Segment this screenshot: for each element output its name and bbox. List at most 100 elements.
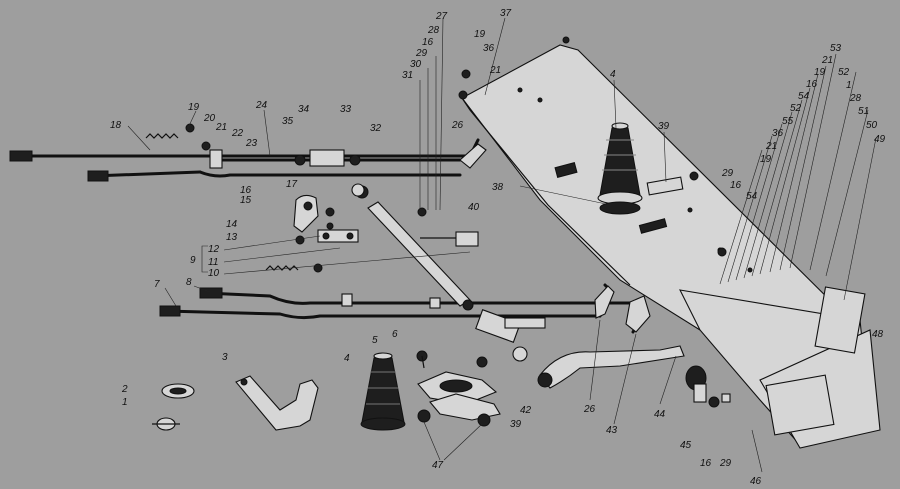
label-52b: 52: [790, 103, 802, 114]
lever-15: [293, 194, 319, 233]
label-47: 47: [432, 460, 444, 471]
label-48: 48: [872, 329, 884, 340]
label-50: 50: [866, 120, 878, 131]
label-39: 39: [658, 121, 670, 132]
label-8: 8: [186, 277, 192, 288]
label-16d: 16: [806, 79, 818, 90]
rod-8: [199, 287, 642, 334]
lever-43: [625, 295, 651, 333]
label-34: 34: [298, 104, 310, 115]
gear-lever-44: [537, 345, 685, 389]
label-54b: 54: [798, 91, 810, 102]
floor-panel: [461, 44, 881, 449]
label-4: 4: [344, 353, 350, 364]
label-12: 12: [208, 244, 220, 255]
label-42: 42: [520, 405, 532, 416]
label-28b: 28: [849, 93, 862, 104]
label-29b: 29: [721, 168, 734, 179]
leader-lines: [127, 17, 877, 473]
label-49: 49: [874, 134, 886, 145]
spring-10: [265, 265, 299, 271]
rod-7: [159, 283, 612, 320]
label-6: 6: [392, 329, 398, 340]
rod-24: [213, 149, 462, 167]
selector-shaft: [355, 185, 474, 311]
bolts-5-6: [416, 350, 488, 369]
plate-39: [429, 393, 501, 421]
label-26: 26: [451, 120, 464, 131]
bracket-3: [235, 375, 319, 431]
label-43: 43: [606, 425, 618, 436]
label-19c: 19: [814, 67, 826, 78]
label-35: 35: [282, 116, 294, 127]
label-2: 2: [121, 384, 128, 395]
label-10: 10: [208, 268, 220, 279]
label-36b: 36: [772, 128, 784, 139]
label-55: 55: [782, 116, 794, 127]
label-22: 22: [231, 128, 244, 139]
label-7: 7: [154, 279, 160, 290]
knob-45: [685, 365, 707, 403]
label-11: 11: [208, 257, 218, 268]
rod-lower-bent: [87, 170, 462, 182]
rod-18-upper: [9, 138, 480, 162]
label-16e: 16: [700, 458, 712, 469]
grommet-2: [161, 383, 195, 399]
label-21d: 21: [765, 141, 777, 152]
part-labels: 1 2 3 4 5 6 7 8 9 10 11 12 13 14 15 16 1…: [110, 8, 886, 487]
label-46: 46: [750, 476, 762, 487]
label-19: 19: [188, 102, 200, 113]
coupler-assembly: [475, 309, 546, 362]
label-51: 51: [858, 106, 869, 117]
label-17: 17: [286, 179, 298, 190]
label-33: 33: [340, 104, 352, 115]
label-32: 32: [370, 123, 382, 134]
label-18: 18: [110, 120, 122, 131]
label-38: 38: [492, 182, 504, 193]
label-23: 23: [245, 138, 258, 149]
label-44: 44: [654, 409, 666, 420]
label-1b: 1: [846, 80, 852, 91]
plug-1: [152, 417, 180, 431]
lever-26-top: [459, 143, 487, 169]
spring-18: [145, 133, 179, 139]
label-37: 37: [500, 8, 512, 19]
label-20: 20: [203, 113, 216, 124]
label-16b: 16: [422, 37, 434, 48]
label-26b: 26: [583, 404, 596, 415]
label-28: 28: [427, 25, 440, 36]
label-21b: 21: [489, 65, 501, 76]
label-29c: 29: [719, 458, 732, 469]
label-19b: 19: [474, 29, 486, 40]
label-54: 54: [746, 191, 758, 202]
label-9: 9: [190, 255, 196, 266]
plate-42: [417, 371, 498, 405]
label-52: 52: [838, 67, 850, 78]
bolt-16-29-bottom: [708, 393, 731, 408]
label-53: 53: [830, 43, 842, 54]
label-19d: 19: [760, 154, 772, 165]
bracket-9-12-10: [201, 245, 208, 273]
label-39b: 39: [510, 419, 522, 430]
label-4b: 4: [610, 69, 616, 80]
label-27: 27: [435, 11, 448, 22]
boot-4-lower: [360, 352, 406, 431]
bracket-12: [317, 229, 359, 243]
label-15: 15: [240, 195, 252, 206]
label-21: 21: [215, 122, 227, 133]
label-45: 45: [680, 440, 692, 451]
lever-26-bottom: [594, 285, 615, 319]
label-31: 31: [402, 70, 413, 81]
label-1: 1: [122, 397, 128, 408]
label-5: 5: [372, 335, 378, 346]
nuts-47: [417, 409, 491, 427]
clamp-40: [420, 231, 479, 247]
label-24: 24: [255, 100, 268, 111]
label-36: 36: [483, 43, 495, 54]
label-16c: 16: [730, 180, 742, 191]
label-21c: 21: [821, 55, 833, 66]
label-14: 14: [226, 219, 238, 230]
label-30: 30: [410, 59, 422, 70]
label-13: 13: [226, 232, 238, 243]
